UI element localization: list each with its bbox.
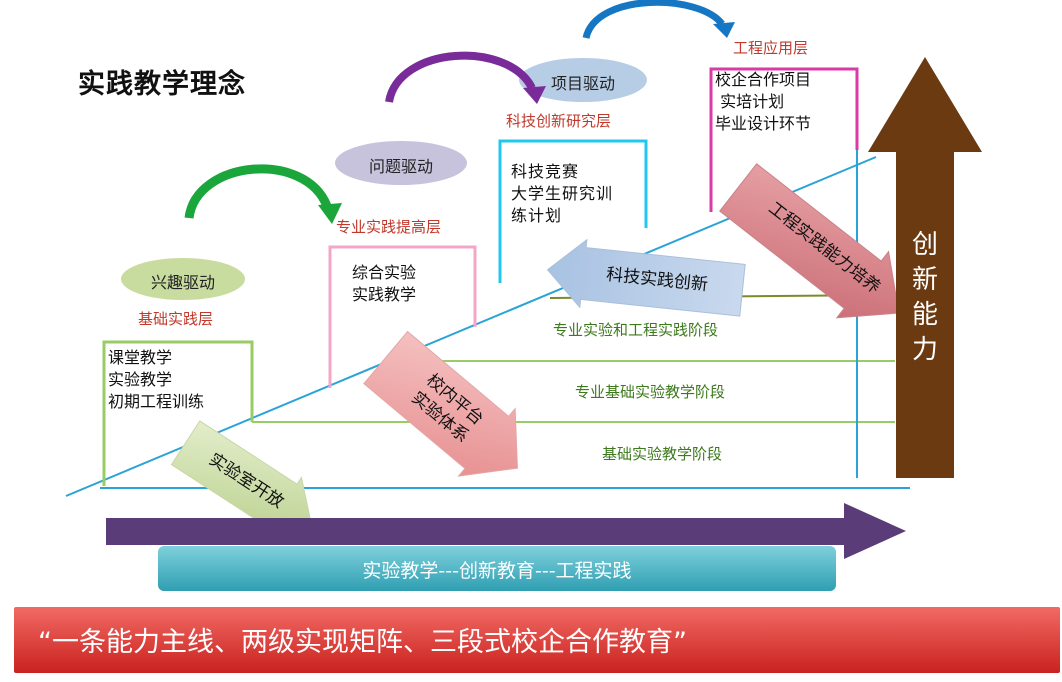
blue-curve-head [713,22,735,38]
layer-label-professional: 专业实践提高层 [336,218,442,236]
progress-arrow [106,503,906,559]
page-title: 实践教学理念 [78,69,246,100]
slogan-banner [14,607,1060,673]
stage-label-professional-engineering: 专业实验和工程实践阶段 [553,321,719,339]
blue-curve-arrow-icon [582,0,725,40]
layer-label-engineering: 工程应用层 [733,39,809,57]
bottom-bar-label: 实验教学---创新教育---工程实践 [362,560,632,582]
bottom-bar-shape [158,546,836,591]
purple-curve-arrow-icon [385,51,536,103]
driver-oval-project [519,58,647,102]
box-outline-research [498,139,648,283]
driver-oval-problem [335,141,467,185]
driver-oval-interest [121,258,245,300]
layer-label-basic: 基础实践层 [138,310,214,328]
innovation-ability-label: 创新能力 [911,230,938,365]
arrow-engineering-ability-shape [719,163,900,319]
slogan-text: “一条能力主线、两级实现矩阵、三段式校企合作教育” [38,627,687,658]
arrow-campus-platform-shape [363,330,518,477]
stage-label-basic: 基础实验教学阶段 [602,445,723,463]
arrow-tech-practice-shape [546,238,746,317]
box-outline-professional [328,245,477,388]
innovation-ability-arrow [868,57,982,478]
box-outline-engineering [709,67,859,212]
box-text-basic: 课堂教学 实验教学 初期工程训练 [108,348,205,411]
box-text-professional: 综合实验 实践教学 [352,263,417,304]
driver-label-project: 项目驱动 [550,74,615,93]
box-text-engineering: 校企合作项目 实培计划 毕业设计环节 [715,70,812,133]
green-curve-head [318,203,342,224]
stage-label-professional-basic: 专业基础实验教学阶段 [575,383,726,401]
box-outline-basic [102,340,254,486]
driver-label-interest: 兴趣驱动 [150,273,215,292]
green-curve-arrow-icon [184,164,332,219]
purple-curve-head [523,86,546,104]
layer-label-research: 科技创新研究层 [506,112,612,130]
driver-label-problem: 问题驱动 [368,157,433,176]
box-text-research: 科技竞赛 大学生研究训 练计划 [511,162,614,225]
